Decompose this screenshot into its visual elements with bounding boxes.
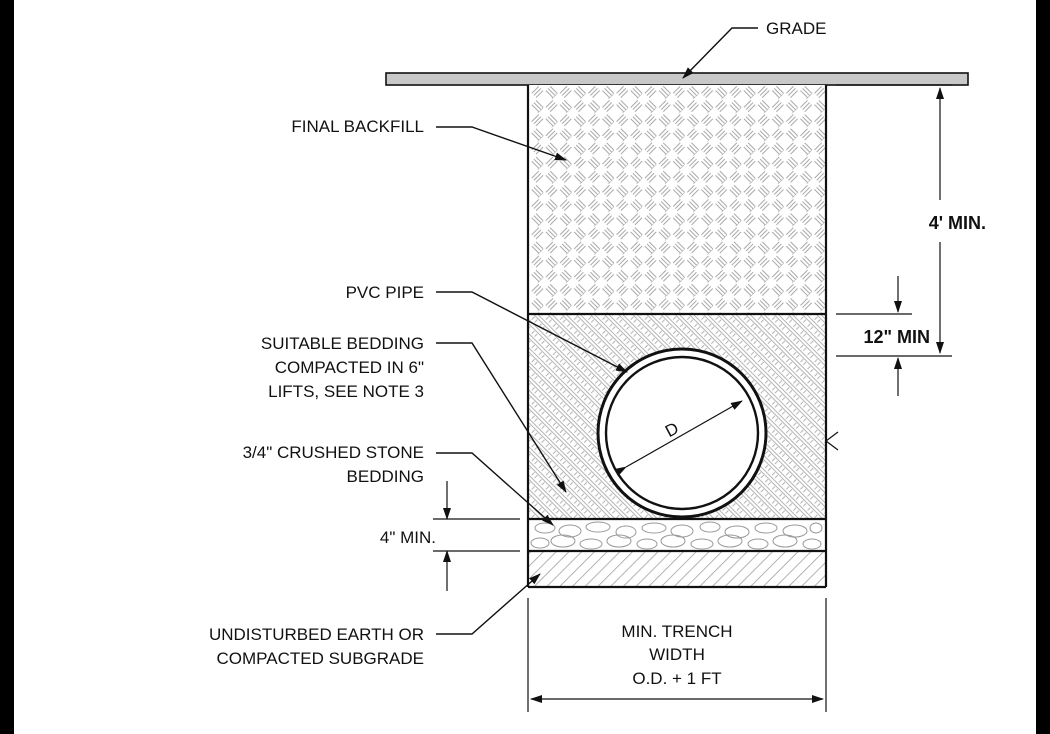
undisturbed-earth-zone: [528, 551, 826, 587]
suitable-bedding-label: SUITABLE BEDDING COMPACTED IN 6" LIFTS, …: [261, 334, 424, 401]
final-backfill-leader: [436, 126, 567, 161]
svg-text:3/4" CRUSHED STONE: 3/4" CRUSHED STONE: [243, 443, 424, 462]
final-backfill-zone: [528, 85, 826, 314]
svg-text:MIN. TRENCH: MIN. TRENCH: [621, 622, 732, 641]
cover-over-pipe-dimension: [836, 276, 912, 396]
pvc-pipe-inner: [604, 355, 760, 511]
trench-width-label: MIN. TRENCH WIDTH O.D. + 1 FT: [621, 622, 732, 688]
stone-depth-dimension: [433, 481, 520, 591]
crushed-stone-label: 3/4" CRUSHED STONE BEDDING: [243, 443, 424, 486]
svg-text:SUITABLE BEDDING: SUITABLE BEDDING: [261, 334, 424, 353]
svg-text:LIFTS, SEE NOTE 3: LIFTS, SEE NOTE 3: [268, 382, 424, 401]
svg-text:BEDDING: BEDDING: [347, 467, 424, 486]
crushed-stone-pattern: [530, 521, 823, 550]
frame-right-border: [1036, 0, 1050, 734]
trench-width-dimension: [527, 598, 827, 712]
cover-depth-dimension: [836, 84, 952, 357]
undisturbed-earth-label: UNDISTURBED EARTH OR COMPACTED SUBGRADE: [209, 625, 424, 668]
svg-text:COMPACTED IN 6": COMPACTED IN 6": [275, 358, 424, 377]
pvc-pipe-leader: [436, 291, 628, 373]
grade-leader: [682, 27, 758, 79]
crushed-stone-leader: [436, 452, 554, 526]
pipe-diameter-dimension: [614, 400, 743, 476]
pvc-pipe-label: PVC PIPE: [346, 283, 424, 302]
svg-text:WIDTH: WIDTH: [649, 645, 705, 664]
cover-over-pipe-label: 12" MIN: [863, 327, 930, 347]
svg-text:UNDISTURBED EARTH OR: UNDISTURBED EARTH OR: [209, 625, 424, 644]
svg-text:COMPACTED SUBGRADE: COMPACTED SUBGRADE: [217, 649, 425, 668]
grade-surface: [385, 72, 969, 86]
cover-depth-label: 4' MIN.: [929, 213, 986, 233]
frame-left-border: [0, 0, 14, 734]
suitable-bedding-leader: [436, 342, 567, 493]
break-mark: [825, 431, 839, 451]
final-backfill-label: FINAL BACKFILL: [291, 117, 424, 136]
svg-text:O.D. + 1 FT: O.D. + 1 FT: [632, 669, 721, 688]
grade-label: GRADE: [766, 19, 826, 38]
undisturbed-earth-leader: [436, 573, 541, 635]
stone-depth-label: 4" MIN.: [380, 528, 436, 547]
